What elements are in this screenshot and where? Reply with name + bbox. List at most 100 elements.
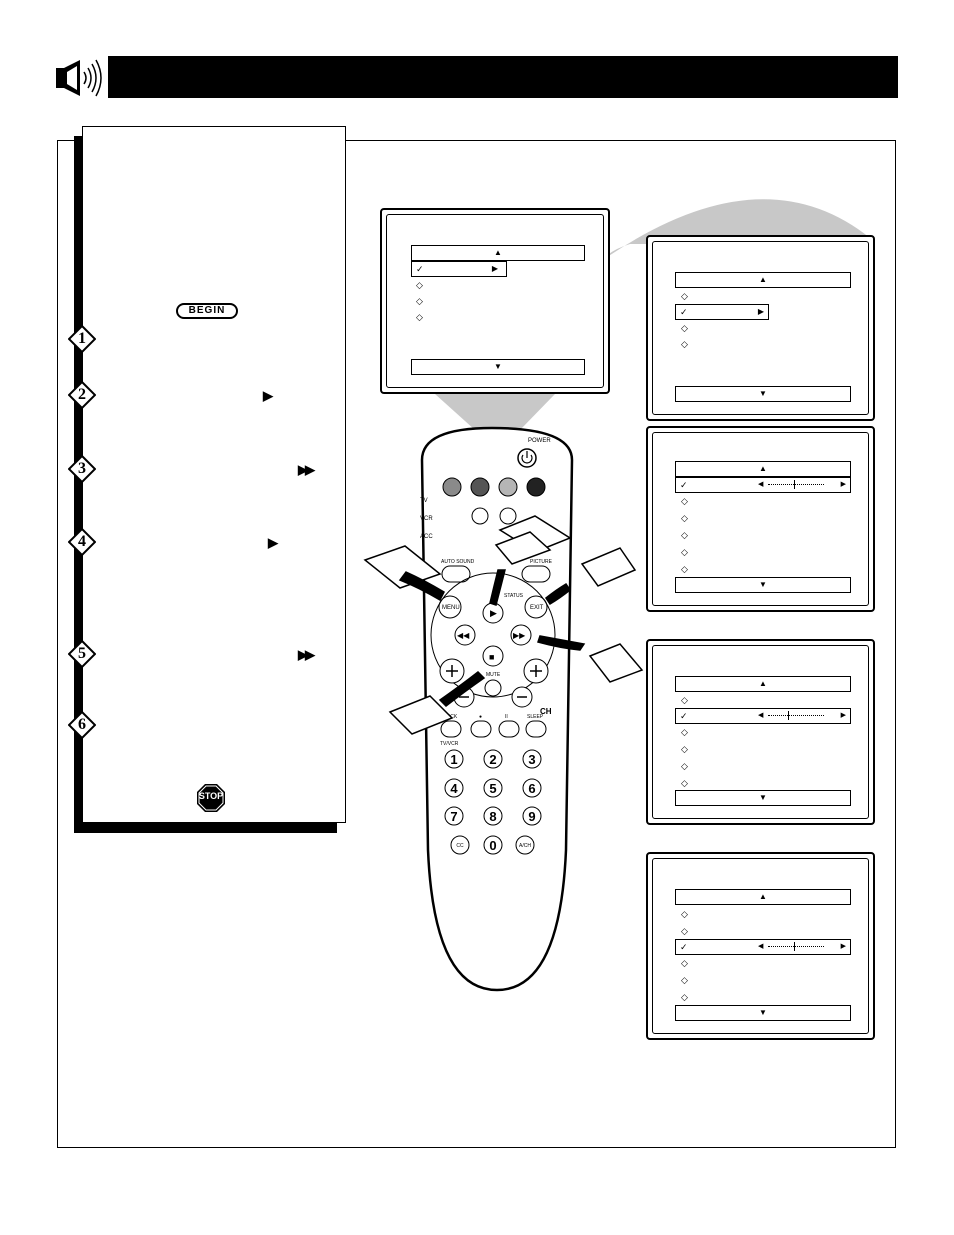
digit-button[interactable] <box>522 778 542 798</box>
cc-button[interactable] <box>450 835 470 855</box>
up-arrow-icon: ▲ <box>759 892 767 901</box>
exit-label: EXIT <box>530 605 544 611</box>
tv-screen-adjust-1: ▲ ✓ ◀ ▶ ◇ ◇ ◇ ◇ ◇ ▼ <box>646 426 875 612</box>
digit-button[interactable] <box>522 806 542 826</box>
menu-bottom-bar: ▼ <box>411 359 585 375</box>
smiley-button[interactable] <box>471 507 489 525</box>
step-number: 1 <box>78 330 86 347</box>
power-icon <box>521 451 533 464</box>
digit-label: 4 <box>450 781 458 796</box>
fast-forward-button[interactable] <box>510 624 532 646</box>
auto-sound-button[interactable] <box>441 565 471 583</box>
sound-smiley-button[interactable] <box>499 507 517 525</box>
diamond-icon: ◇ <box>681 744 688 754</box>
up-arrow-icon: ▲ <box>759 679 767 688</box>
menu-top-bar: ▲ <box>675 272 851 288</box>
digit-label: 8 <box>489 809 496 824</box>
diamond-icon: ◇ <box>681 992 688 1002</box>
digit-button[interactable] <box>483 806 503 826</box>
left-arrow-icon: ◀ <box>758 943 764 950</box>
stop-icon: ■ <box>489 652 494 662</box>
slider-track <box>768 484 824 485</box>
diamond-icon: ◇ <box>681 530 688 540</box>
hand-pointer-icons <box>363 515 644 735</box>
right-arrow-icon: ▶ <box>491 264 498 273</box>
diamond-icon: ◇ <box>681 547 688 557</box>
play-icon: ▶ <box>490 608 497 618</box>
color-button-3[interactable] <box>498 477 518 497</box>
pause-icon: II <box>505 714 508 720</box>
down-arrow-icon: ▼ <box>494 362 502 371</box>
tv-screen-main-menu: ▲ ✓ ▶ ◇ ◇ ◇ ▼ <box>380 208 610 394</box>
digit-button[interactable] <box>444 806 464 826</box>
power-label: POWER <box>528 438 551 444</box>
digit-label: 9 <box>528 809 535 824</box>
clock-button[interactable] <box>440 720 462 738</box>
record-icon: ● <box>479 714 482 720</box>
step-arrow-icon: ▶ <box>268 535 278 550</box>
digit-label: 7 <box>450 809 457 824</box>
slider-track <box>768 946 824 947</box>
mode-label-vcr: VCR <box>420 516 433 522</box>
tv-screen-adjust-3: ▲ ◇ ◇ ✓ ◀ ▶ ◇ ◇ ◇ ▼ <box>646 852 875 1040</box>
diamond-icon: ◇ <box>681 513 688 523</box>
right-arrow-icon: ▶ <box>840 481 846 488</box>
diamond-icon: ◇ <box>681 339 688 349</box>
rewind-button[interactable] <box>454 624 476 646</box>
left-arrow-icon: ◀ <box>758 481 764 488</box>
digit-button[interactable] <box>444 778 464 798</box>
menu-top-bar: ▲ <box>675 461 851 477</box>
diamond-icon: ◇ <box>681 761 688 771</box>
digit-button[interactable] <box>522 749 542 769</box>
exit-button[interactable] <box>524 595 548 619</box>
diamond-icon: ◇ <box>681 975 688 985</box>
color-button-2[interactable] <box>470 477 490 497</box>
stop-button[interactable] <box>482 645 504 667</box>
digit-button[interactable] <box>444 749 464 769</box>
record-button[interactable] <box>470 720 492 738</box>
color-button-4[interactable] <box>526 477 546 497</box>
diamond-icon: ◇ <box>681 496 688 506</box>
picture-label: PICTURE <box>530 559 553 565</box>
check-icon: ✓ <box>680 942 688 952</box>
right-arrow-icon: ▶ <box>840 712 846 719</box>
pause-button[interactable] <box>498 720 520 738</box>
menu-bottom-bar: ▼ <box>675 1005 851 1021</box>
begin-badge: BEGIN <box>176 303 238 319</box>
menu-top-bar: ▲ <box>675 889 851 905</box>
screen-beam-graphics <box>435 199 870 430</box>
alternate-channel-button[interactable] <box>515 835 535 855</box>
check-icon: ✓ <box>416 264 424 274</box>
diamond-icon: ◇ <box>416 280 423 290</box>
diamond-icon: ◇ <box>681 926 688 936</box>
digit-label: 2 <box>489 752 496 767</box>
diamond-icon: ◇ <box>681 291 688 301</box>
menu-top-bar: ▲ <box>675 676 851 692</box>
menu-bottom-bar: ▼ <box>675 386 851 402</box>
diamond-icon: ◇ <box>416 296 423 306</box>
ch-label: CH <box>540 707 552 716</box>
check-icon: ✓ <box>680 307 688 317</box>
right-arrow-icon: ▶ <box>757 307 764 316</box>
digit-label: 1 <box>450 752 457 767</box>
menu-selected-item: ✓ ▶ <box>411 261 507 277</box>
auto-picture-button[interactable] <box>521 565 551 583</box>
menu-button[interactable] <box>438 595 462 619</box>
step-diamond-icon <box>68 711 96 739</box>
mute-button[interactable] <box>484 679 502 697</box>
menu-top-bar: ▲ <box>411 245 585 261</box>
menu-selected-item: ✓ ▶ <box>675 304 769 320</box>
step-number: 3 <box>78 460 86 477</box>
diamond-icon: ◇ <box>681 909 688 919</box>
sleep-button[interactable] <box>525 720 547 738</box>
menu-bottom-bar: ▼ <box>675 577 851 593</box>
diamond-icon: ◇ <box>416 312 423 322</box>
step-diamond-icon <box>68 325 96 353</box>
mode-label-tv: TV <box>420 498 428 504</box>
diamond-icon: ◇ <box>681 727 688 737</box>
color-button-1[interactable] <box>442 477 462 497</box>
digit-button[interactable] <box>483 778 503 798</box>
digit-button[interactable] <box>483 835 503 855</box>
digit-button[interactable] <box>483 749 503 769</box>
instruction-panel <box>82 126 346 823</box>
